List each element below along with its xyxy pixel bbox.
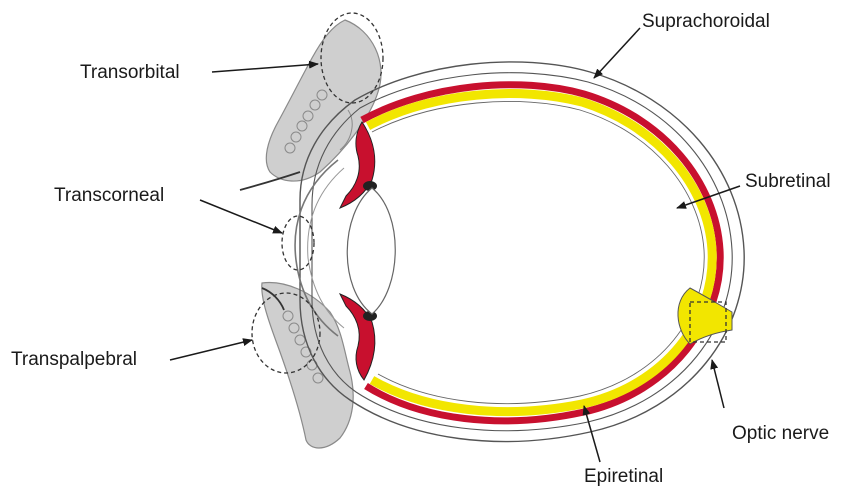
label-transcorneal: Transcorneal (54, 186, 164, 205)
transpalpebral-arrow (170, 340, 252, 360)
label-optic-nerve: Optic nerve (732, 424, 829, 443)
label-epiretinal: Epiretinal (584, 467, 663, 486)
label-suprachoroidal: Suprachoroidal (642, 12, 770, 31)
label-transorbital: Transorbital (80, 63, 180, 82)
optic-nerve-arrow (712, 360, 724, 408)
lens (347, 188, 395, 314)
retina-layer (368, 94, 712, 412)
transorbital-arrow (212, 64, 318, 72)
label-subretinal: Subretinal (745, 172, 831, 191)
suprachoroidal-arrow (594, 28, 640, 78)
epiretinal-arrow (584, 406, 600, 462)
label-transpalpebral: Transpalpebral (11, 350, 137, 369)
transcorneal-arrow (200, 200, 282, 233)
transcorneal-site-circle (282, 216, 314, 270)
choroid-layer (362, 85, 720, 421)
